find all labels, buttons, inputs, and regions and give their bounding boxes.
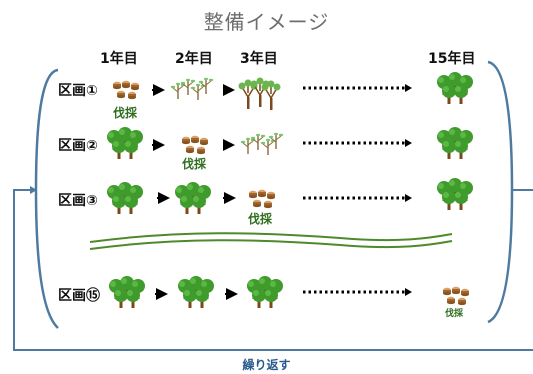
right-bracket: [487, 60, 514, 324]
forest-icon: [437, 178, 473, 210]
section-label-1: 区画①: [58, 83, 98, 99]
section-label-15: 区画⑮: [58, 288, 100, 304]
forest-icon: [437, 72, 473, 104]
repeat-label: 繰り返す: [242, 358, 291, 372]
year-header-2: 2年目: [175, 51, 213, 67]
harvest-caption-2: 伐採: [182, 157, 207, 171]
loop-line: [13, 189, 533, 351]
stumps-icon: [113, 81, 139, 99]
year-header-3: 3年目: [240, 51, 278, 67]
page-title: 整備イメージ: [203, 10, 330, 34]
year-header-1: 1年目: [100, 51, 138, 67]
section-label-3: 区画③: [58, 193, 98, 209]
forest-icon: [178, 276, 214, 308]
forest-icon: [107, 182, 143, 214]
forest-icon: [175, 182, 211, 214]
young-trees-icon: [239, 78, 281, 111]
forest-icon: [437, 127, 473, 159]
harvest-caption-15: 伐採: [445, 309, 464, 319]
section-label-2: 区画②: [58, 138, 98, 154]
forest-icon: [247, 276, 283, 308]
stumps-icon: [443, 287, 469, 305]
forest-icon: [109, 276, 145, 308]
stumps-icon: [249, 190, 275, 208]
left-bracket: [34, 68, 59, 329]
saplings-icon: [241, 133, 283, 155]
year-header-15: 15年目: [428, 51, 476, 67]
wave-separator-bottom: [89, 239, 453, 250]
wave-separator-top: [89, 232, 453, 243]
saplings-icon: [171, 78, 213, 100]
harvest-caption-1: 伐採: [113, 106, 138, 120]
harvest-caption-3: 伐採: [248, 212, 273, 226]
loop-arrowhead: [30, 186, 37, 194]
stumps-icon: [182, 136, 208, 154]
forest-icon: [107, 127, 143, 159]
